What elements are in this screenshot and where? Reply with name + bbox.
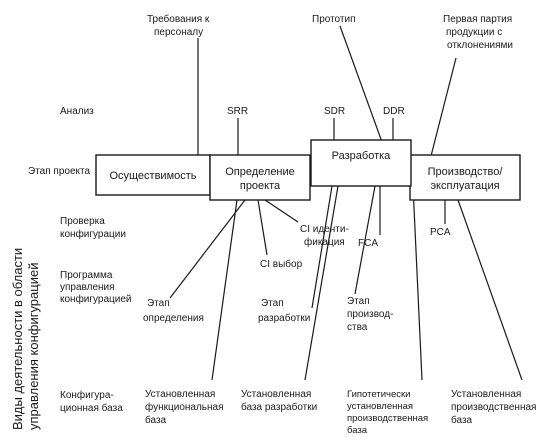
audit-pca: PCA — [430, 227, 451, 238]
review-srr: SRR — [227, 106, 248, 117]
vertical-title-line-1: Виды деятельности в области — [10, 248, 25, 430]
phase-production-line-1: Этап — [347, 296, 370, 307]
phase-development-line-1: Этап — [261, 298, 284, 309]
audit-ci-selection: CI выбор — [260, 258, 303, 270]
line-ci-identification — [264, 199, 299, 223]
phase-production-line-2: производ- — [347, 309, 393, 320]
row-label-config-program-line-1: Программа — [60, 270, 113, 281]
stage-development-box — [310, 139, 412, 187]
stage-feasibility: Осуществимость — [95, 154, 211, 196]
baseline-production-line-1: Установленная — [451, 389, 521, 400]
baseline-development-line-2: база разработки — [241, 401, 317, 413]
stage-feasibility-label: Осуществимость — [109, 170, 196, 182]
baseline-hypothetical-line-3: производственная — [347, 413, 428, 424]
review-sdr: SDR — [324, 106, 345, 117]
audit-fca: FCA — [358, 238, 378, 249]
row-label-config-program-line-2: управления — [60, 282, 115, 293]
line-base-hypothetical — [412, 185, 423, 381]
audit-ci-identification-line-1: CI иденти- — [300, 224, 349, 235]
line-base-production — [457, 199, 523, 381]
vertical-title: Виды деятельности в области управления к… — [10, 248, 41, 430]
row-label-project-stage: Этап проекта — [28, 166, 90, 177]
label-prototype: Прототип — [312, 14, 355, 25]
connector-lines — [169, 25, 523, 381]
baseline-functional-line-2: функциональная — [145, 401, 224, 413]
baseline-functional-line-3: база — [145, 414, 167, 426]
baseline-functional-line-1: Установленная — [145, 389, 215, 400]
stage-definition-label-line-2: проекта — [240, 180, 281, 192]
phase-production-line-3: ства — [347, 322, 368, 333]
vertical-title-line-2: управления конфигурацией — [26, 263, 41, 430]
line-ci-selection — [257, 199, 268, 256]
baseline-hypothetical-line-1: Гипотетически — [347, 389, 410, 400]
stage-development: Разработка — [310, 139, 412, 187]
baseline-production-line-3: база — [451, 414, 473, 426]
phase-definition-line-2: определения — [143, 313, 204, 324]
row-label-config-base-line-2: ционная база — [60, 402, 123, 414]
line-phase-production — [354, 185, 376, 295]
phase-definition-line-1: Этап — [147, 298, 170, 309]
label-personnel-line-2: персоналу — [154, 27, 203, 38]
label-first-batch-line-1: Первая партия — [443, 14, 512, 25]
baseline-production-line-2: производственная — [451, 402, 536, 413]
row-label-config-check-line-2: конфигурации — [60, 228, 126, 240]
line-base-development — [304, 185, 339, 381]
phase-development-line-2: разработки — [258, 312, 310, 324]
row-label-config-base-line-1: Конфигура- — [60, 389, 114, 401]
review-ddr: DDR — [383, 106, 405, 117]
line-phase-development — [311, 185, 333, 309]
audit-ci-identification-line-2: фикация — [304, 236, 345, 248]
baseline-hypothetical-line-4: база — [347, 425, 368, 436]
row-label-config-check-line-1: Проверка — [60, 216, 105, 227]
label-first-batch-line-2: продукции с — [446, 27, 502, 38]
label-personnel-line-1: Требования к — [147, 13, 210, 25]
label-first-batch-line-3: отклонениями — [447, 40, 513, 51]
stage-development-label: Разработка — [332, 150, 392, 162]
line-prototype — [339, 25, 383, 143]
line-base-functional — [211, 199, 238, 381]
stage-production: Производство/ эксплуатация — [409, 154, 521, 201]
stage-production-label-line-1: Производство/ — [428, 166, 504, 178]
line-first-batch — [429, 57, 457, 161]
stage-definition-box — [209, 154, 311, 201]
line-phase-definition — [169, 199, 246, 299]
baseline-development-line-1: Установленная — [241, 389, 311, 400]
row-label-analysis: Анализ — [60, 106, 94, 117]
stage-production-label-line-2: эксплуатация — [430, 180, 499, 192]
stage-definition-label-line-1: Определение — [225, 166, 295, 178]
stage-definition: Определение проекта — [209, 154, 311, 201]
row-label-config-program-line-3: конфигурацией — [60, 293, 132, 305]
baseline-hypothetical-line-2: установленная — [347, 401, 413, 412]
stage-production-box — [409, 154, 521, 201]
